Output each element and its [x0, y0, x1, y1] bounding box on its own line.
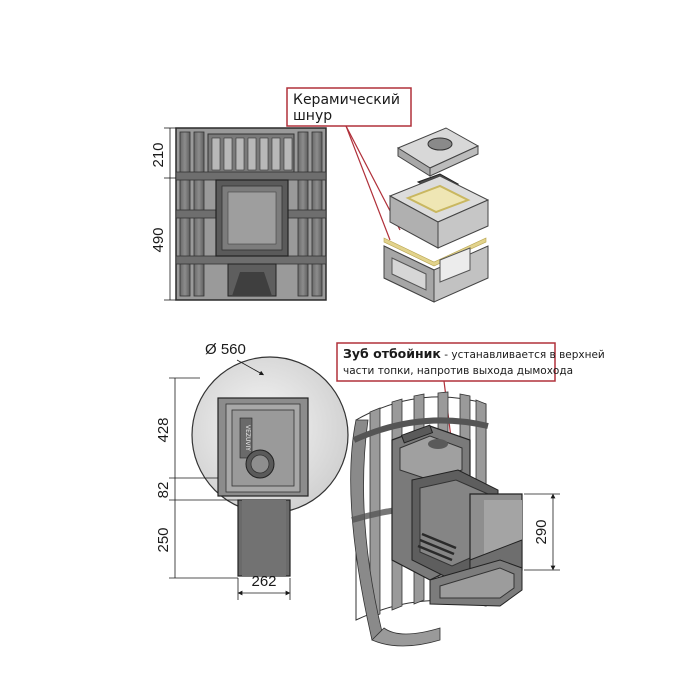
dim-side-height-middle: 82 [155, 482, 172, 499]
tooth-callout-line2: части топки, напротив выхода дымохода [343, 365, 573, 377]
dim-base-width: 262 [251, 573, 276, 590]
ceramic-cord [383, 237, 487, 267]
side-view: VEZUVIY Ø 560 428 82 250 262 [155, 341, 349, 600]
front-view: 210 490 [150, 127, 327, 301]
brand-plate-label: VEZUVIY [244, 425, 251, 451]
ceramic-cord-label-line2: шнур [293, 108, 332, 124]
tooth-callout-line1: Зуб отбойник - устанавливается в верхней [343, 346, 605, 361]
cutaway-view: Зуб отбойник - устанавливается в верхней… [336, 342, 605, 647]
dim-top-height-lower: 490 [150, 227, 167, 252]
dim-diameter: Ø 560 [205, 341, 246, 358]
dim-top-height-upper: 210 [150, 142, 167, 167]
dim-side-height-upper: 428 [155, 417, 172, 442]
dim-side-height-lower: 250 [155, 527, 172, 552]
ceramic-cord-callout [286, 87, 412, 127]
exploded-view: Керамический шнур [286, 87, 490, 303]
ceramic-cord-label-line1: Керамический [293, 92, 400, 108]
tooth-callout [336, 342, 556, 382]
callout-leader-line-2 [345, 125, 391, 241]
dim-tunnel-height: 290 [533, 519, 550, 544]
fire-grate [417, 532, 457, 562]
